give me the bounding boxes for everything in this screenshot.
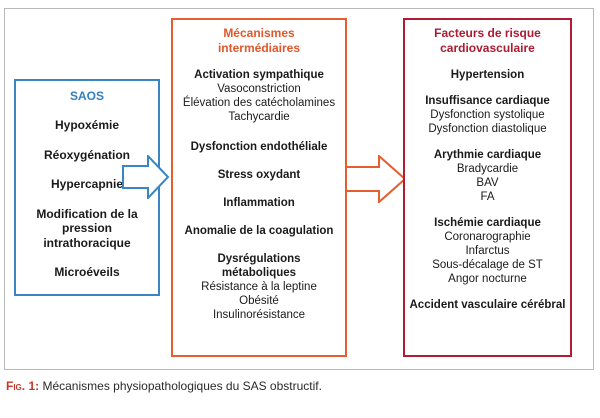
saos-item: Microéveils <box>54 265 120 279</box>
mechanism-group: Inflammation <box>173 196 345 210</box>
saos-item: Hypercapnie <box>50 177 124 191</box>
arrow-saos-to-mechanisms <box>122 155 170 199</box>
figure-frame <box>4 8 594 370</box>
mechanism-heading: Activation sympathique <box>194 69 324 81</box>
risk-factor-detail: Infarctus <box>465 245 510 257</box>
mechanism-group: Anomalie de la coagulation <box>173 224 345 238</box>
mechanism-group: Stress oxydant <box>173 168 345 182</box>
caption-text: Mécanismes physiopathologiques du SAS ob… <box>39 379 322 393</box>
figure-caption: Fig. 1: Mécanismes physiopathologiques d… <box>6 379 322 393</box>
risk-factor-heading: Insuffisance cardiaque <box>425 95 550 107</box>
mechanism-heading: Anomalie de la coagulation <box>184 225 334 237</box>
risk-factors-box: Facteurs de risque cardiovasculaire Hype… <box>403 18 572 357</box>
mechanism-detail: Tachycardie <box>228 111 290 123</box>
mechanism-group: Dysfonction endothéliale <box>173 140 345 154</box>
mechanisms-box: Mécanismes intermédiaires Activation sym… <box>171 18 347 357</box>
mechanism-detail: Résistance à la leptine <box>201 281 317 293</box>
saos-item: Modification de la pression intrathoraci… <box>36 206 138 250</box>
risk-factor-heading: Hypertension <box>450 69 525 81</box>
risk-factor-heading: Accident vasculaire cérébral <box>409 299 566 311</box>
mechanism-heading: Dysrégulations métaboliques <box>217 253 301 279</box>
mechanism-detail: Vasoconstriction <box>217 83 301 95</box>
mechanism-heading: Inflammation <box>223 197 295 209</box>
risk-factor-detail: FA <box>480 191 495 203</box>
arrow-mechanisms-to-risk <box>345 155 407 203</box>
mechanism-heading: Dysfonction endothéliale <box>190 141 328 153</box>
risk-factor-detail: Coronarographie <box>444 231 531 243</box>
saos-title: SAOS <box>69 89 104 103</box>
risk-factor-detail: Dysfonction diastolique <box>428 123 547 135</box>
saos-box: SAOS Hypoxémie Réoxygénation Hypercapnie… <box>14 79 160 296</box>
risk-factor-detail: Bradycardie <box>456 163 519 175</box>
risk-factors-title-text: Facteurs de risque cardiovasculaire <box>434 26 541 55</box>
mechanism-detail: Élévation des catécholamines <box>182 97 336 109</box>
mechanism-detail: Insulinorésistance <box>212 309 306 321</box>
risk-factor-detail: BAV <box>476 177 499 189</box>
mechanism-detail: Obésité <box>239 295 279 307</box>
risk-factors-title: Facteurs de risque cardiovasculaire <box>405 26 570 56</box>
mechanisms-title-text: Mécanismes intermédiaires <box>217 26 301 55</box>
risk-factor-heading: Arythmie cardiaque <box>433 149 542 161</box>
risk-factor-detail: Sous-décalage de ST <box>432 259 543 271</box>
risk-factor-detail: Angor nocturne <box>448 273 527 285</box>
risk-factor-group: Accident vasculaire cérébral <box>405 298 570 312</box>
caption-label: Fig. 1: <box>6 379 40 393</box>
mechanism-heading: Stress oxydant <box>217 169 301 181</box>
risk-factor-group: Hypertension <box>405 68 570 82</box>
mechanisms-title: Mécanismes intermédiaires <box>173 26 345 56</box>
risk-factor-heading: Ischémie cardiaque <box>434 217 541 229</box>
risk-factor-detail: Dysfonction systolique <box>430 109 545 121</box>
saos-item: Hypoxémie <box>54 118 120 132</box>
saos-item: Réoxygénation <box>43 147 130 162</box>
